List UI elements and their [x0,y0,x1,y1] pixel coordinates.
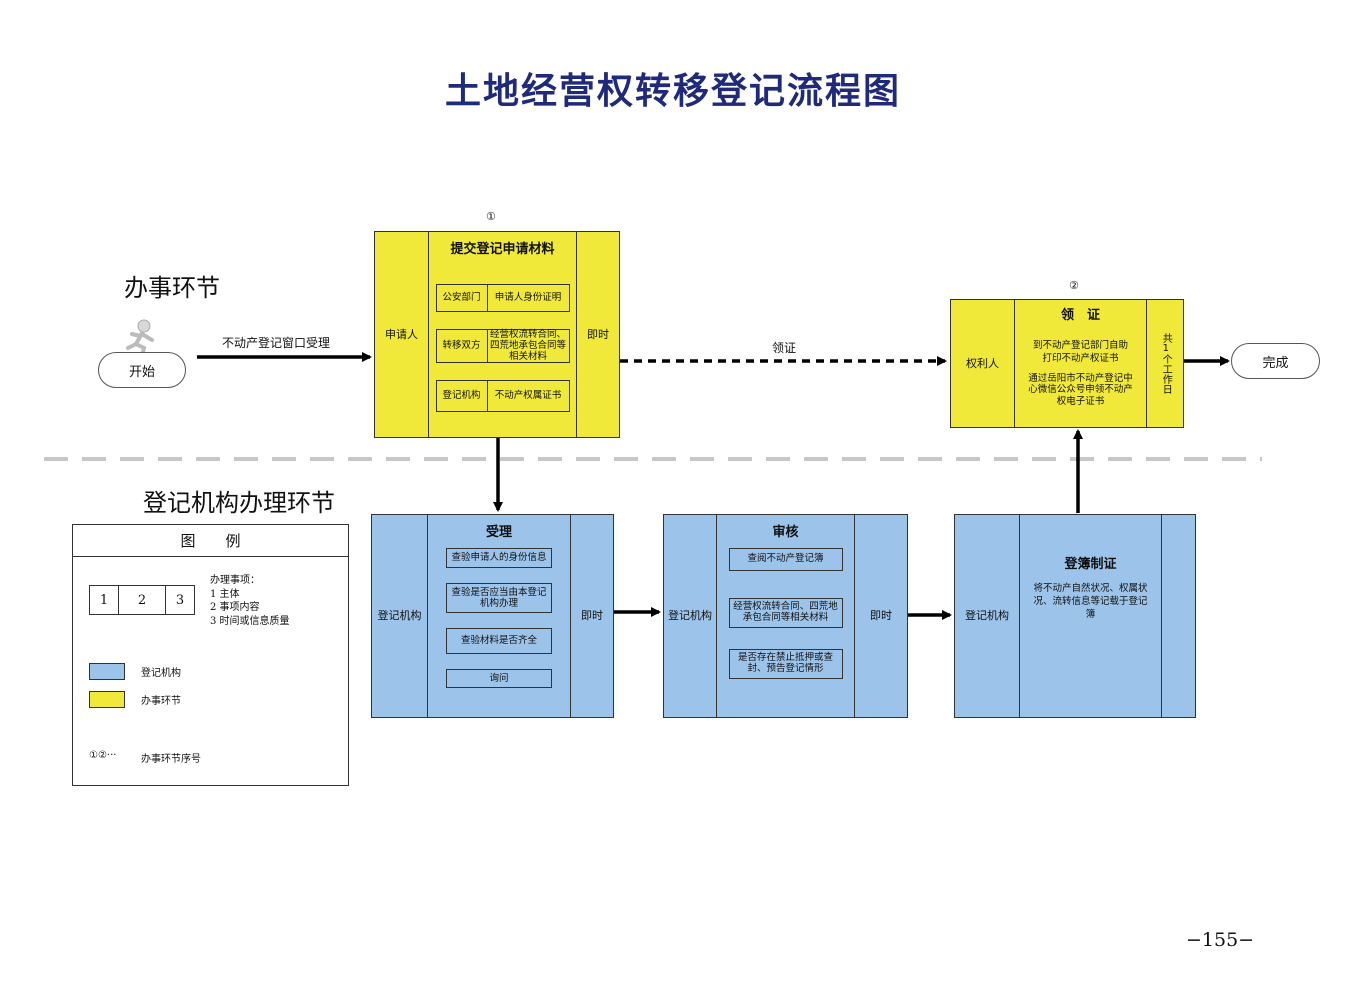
section-label-bottom: 登记机构办理环节 [143,489,335,517]
step1-content: 提交登记申请材料 公安部门 申请人身份证明 转移双方 经营权流转合同、四荒地承包… [429,232,577,437]
step2-time-label: 共1个工作日 [1160,333,1172,394]
arrow-label-window: 不动产登记窗口受理 [222,336,331,350]
step2-content: 领 证 到不动产登记部门自助打印不动产权证书 通过岳阳市不动产登记中心微信公众号… [1015,300,1147,427]
start-label: 开始 [128,364,155,380]
review-time: 即时 [870,609,892,623]
accept-item: 查验是否应当由本登记机构办理 [446,582,552,614]
step1-header: 提交登记申请材料 [450,242,555,257]
step2-text-print: 到不动产登记部门自助打印不动产权证书 [1032,340,1128,364]
step2-header: 领 证 [1060,308,1100,323]
accept-item: 询问 [446,668,552,689]
step2-time: 共1个工作日 [1147,300,1183,427]
step1-actor: 申请人 [375,232,429,437]
step1-row-doc: 经营权流转合同、四荒地承包合同等相关材料 [489,328,566,362]
legend-title: 图 例 [73,525,348,557]
page-number: −155− [1186,929,1255,951]
step2-number: ② [1069,279,1079,292]
legend-items: 办理事项： 1 主体 2 事项内容 3 时间或信息质量 [210,574,290,628]
arrow-label-collect: 领证 [772,341,797,355]
legend-yellow-swatch [89,691,125,708]
legend-cells: 1 2 3 [89,585,195,615]
review-item: 经营权流转合同、四荒地承包合同等相关材料 [728,598,843,629]
register-content: 登簿制证 将不动产自然状况、权属状况、流转信息等记载于登记簿 [1020,515,1162,717]
legend-item: 1 主体 [210,588,240,600]
review-item: 查阅不动产登记簿 [728,548,843,572]
review-actor: 登记机构 [664,515,717,717]
accept-time: 即时 [581,609,603,623]
register-actor: 登记机构 [955,515,1020,717]
step1-row: 登记机构 不动产权属证书 [435,380,570,413]
step2-box: 权利人 领 证 到不动产登记部门自助打印不动产权证书 通过岳阳市不动产登记中心微… [950,299,1184,428]
end-node: 完成 [1231,343,1320,379]
legend-yellow-label: 办事环节 [141,696,181,707]
step1-row-party: 公安部门 [437,285,488,312]
step1-time: 即时 [587,327,609,341]
register-header: 登簿制证 [1064,557,1117,572]
legend-seq-symbols: ①②··· [89,750,117,761]
review-item: 是否存在禁止抵押或查封、预告登记情形 [728,649,843,679]
legend-cell: 3 [175,592,185,608]
page-title: 土地经营权转移登记流程图 [444,70,901,112]
accept-item: 查验申请人的身份信息 [446,548,552,568]
start-node: 开始 [98,352,186,388]
end-label: 完成 [1262,355,1289,371]
section-label-top: 办事环节 [124,274,220,302]
review-header: 审核 [772,525,799,540]
legend-item: 2 事项内容 [210,602,260,613]
accept-actor: 登记机构 [372,515,428,717]
legend-cell: 2 [119,586,166,614]
legend-seq-label: 办事环节序号 [141,754,201,765]
legend-blue-label: 登记机构 [141,668,181,679]
step1-box: 申请人 提交登记申请材料 公安部门 申请人身份证明 转移双方 经营权流转合同、四… [374,231,620,438]
runner-icon [126,319,154,358]
legend-item: 3 时间或信息质量 [210,615,290,627]
legend-box: 图 例 1 2 3 办理事项： 1 主体 2 事项内容 3 时间或信息质量 登记… [72,524,349,786]
step1-row-doc: 不动产权属证书 [494,389,562,401]
step1-number: ① [486,210,496,223]
accept-content: 受理 查验申请人的身份信息 查验是否应当由本登记机构办理 查验材料是否齐全 询问 [428,515,571,717]
review-box: 登记机构 审核 查阅不动产登记簿 经营权流转合同、四荒地承包合同等相关材料 是否… [663,514,908,718]
step1-row: 转移双方 经营权流转合同、四荒地承包合同等相关材料 [435,328,570,364]
step2-actor: 权利人 [951,300,1015,427]
legend-items-title: 办理事项： [210,575,260,586]
step1-row: 公安部门 申请人身份证明 [435,284,570,313]
legend-blue-swatch [89,663,125,680]
accept-item: 查验材料是否齐全 [446,628,552,654]
step1-row-party: 转移双方 [437,330,488,363]
register-time [1162,515,1195,717]
step2-text-electronic: 通过岳阳市不动产登记中心微信公众号申领不动产权电子证书 [1028,372,1133,407]
register-box: 登记机构 登簿制证 将不动产自然状况、权属状况、流转信息等记载于登记簿 [954,514,1196,718]
step1-row-party: 登记机构 [437,381,488,412]
review-content: 审核 查阅不动产登记簿 经营权流转合同、四荒地承包合同等相关材料 是否存在禁止抵… [717,515,855,717]
accept-box: 登记机构 受理 查验申请人的身份信息 查验是否应当由本登记机构办理 查验材料是否… [371,514,614,718]
register-text: 将不动产自然状况、权属状况、流转信息等记载于登记簿 [1033,583,1148,620]
legend-cell: 1 [90,586,119,614]
step1-row-doc: 申请人身份证明 [494,291,562,303]
accept-header: 受理 [485,525,512,540]
